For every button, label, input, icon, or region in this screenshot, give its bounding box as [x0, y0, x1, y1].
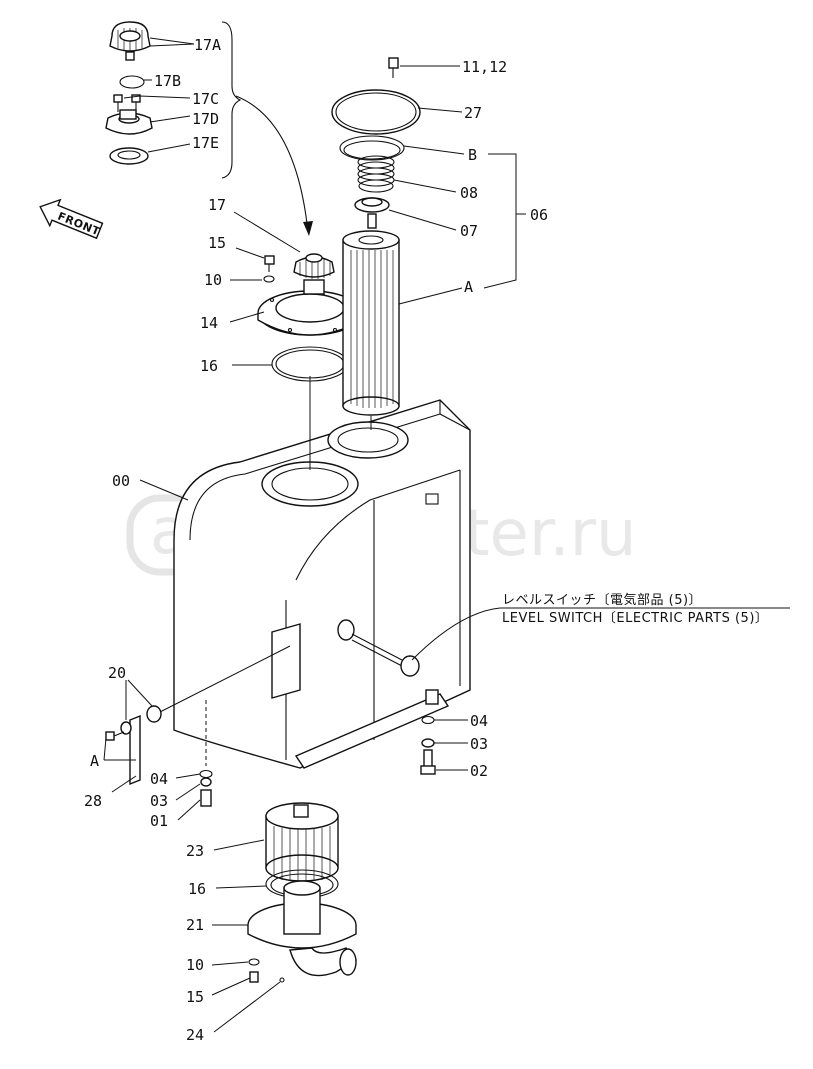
- valve-07-icon: [354, 197, 390, 229]
- washer-03-icon: [421, 738, 435, 748]
- callout-15-lower: 15: [186, 988, 204, 1006]
- tank-cover-14: [257, 253, 363, 336]
- washer-04b-icon: [199, 769, 213, 779]
- callout-08: 08: [460, 184, 478, 202]
- callout-02: 02: [470, 762, 488, 780]
- o-ring-17b-icon: [119, 75, 145, 89]
- level-switch-jp: レベルスイッチ〔電気部品 (5)〕: [502, 592, 702, 608]
- spring-08-icon: [357, 155, 395, 193]
- bolt-11-12-icon: [388, 57, 399, 69]
- assembly-arrow: [235, 95, 309, 233]
- callout-24: 24: [186, 1026, 204, 1044]
- level-switch-en: LEVEL SWITCH〔ELECTRIC PARTS (5)〕: [502, 611, 768, 626]
- callout-17c: 17C: [192, 90, 219, 108]
- callout-04-right: 04: [470, 712, 488, 730]
- callout-28: 28: [84, 792, 102, 810]
- hydraulic-tank-body-00: [173, 399, 471, 769]
- filter-element-a-icon: [342, 230, 400, 416]
- leader-lines: [103, 37, 790, 1033]
- callout-17e: 17E: [192, 134, 219, 152]
- callout-03-right: 03: [470, 735, 488, 753]
- breather-cap-icon: [109, 21, 151, 61]
- subassembly-bracket: [221, 21, 242, 179]
- callout-a-2: A: [90, 752, 99, 770]
- callout-00: 00: [112, 472, 130, 490]
- callout-27: 27: [464, 104, 482, 122]
- washer-10b-icon: [248, 958, 260, 966]
- washer-20a-icon: [120, 721, 132, 735]
- callout-15: 15: [208, 234, 226, 252]
- callout-11-12: 11,12: [462, 58, 507, 76]
- callout-01: 01: [150, 812, 168, 830]
- assembly-arrow-head: [303, 221, 313, 236]
- o-ring-b-icon: [339, 135, 405, 161]
- front-arrow-icon: FRONT: [39, 198, 104, 240]
- adapter-17d-icon: [105, 109, 153, 135]
- callout-23: 23: [186, 842, 204, 860]
- bolt-01-icon: [200, 789, 212, 807]
- bracket-28-icon: [129, 714, 141, 786]
- callout-04-left: 04: [150, 770, 168, 788]
- callout-10: 10: [204, 271, 222, 289]
- bolt-15b-icon: [249, 971, 259, 983]
- callout-14: 14: [200, 314, 218, 332]
- level-switch-icon: [337, 619, 420, 677]
- return-filter-06: [331, 57, 421, 416]
- callout-b: B: [468, 146, 477, 164]
- washer-20b-icon: [146, 705, 162, 723]
- callout-10-lower: 10: [186, 956, 204, 974]
- cap-subassembly: [105, 21, 242, 179]
- callout-17d: 17D: [192, 110, 219, 128]
- suction-flange-21: [247, 880, 358, 977]
- callout-20: 20: [108, 664, 126, 682]
- callout-03-left: 03: [150, 792, 168, 810]
- callout-labels: 17A 17B 17C 17D 17E 17 15 10 14 16 11,12…: [84, 36, 548, 1044]
- washer-04-icon: [421, 715, 435, 725]
- callout-a: A: [464, 278, 473, 296]
- bolt-15-icon: [264, 255, 275, 272]
- callout-17b: 17B: [154, 72, 181, 90]
- callout-21: 21: [186, 916, 204, 934]
- gasket-17e-icon: [109, 147, 149, 165]
- o-ring-16-icon: [271, 346, 349, 382]
- cover-27-icon: [331, 89, 421, 135]
- callout-16-lower: 16: [188, 880, 206, 898]
- bolt-02-icon: [420, 749, 436, 775]
- callout-07: 07: [460, 222, 478, 240]
- washer-03b-icon: [200, 777, 212, 787]
- plug-24-icon: [279, 977, 285, 983]
- washer-10-icon: [263, 275, 275, 283]
- callout-06: 06: [530, 206, 548, 224]
- callout-17a: 17A: [194, 36, 221, 54]
- bolt-a-icon: [105, 731, 125, 741]
- callout-17: 17: [208, 196, 226, 214]
- suction-strainer-23: [265, 802, 339, 882]
- callout-16: 16: [200, 357, 218, 375]
